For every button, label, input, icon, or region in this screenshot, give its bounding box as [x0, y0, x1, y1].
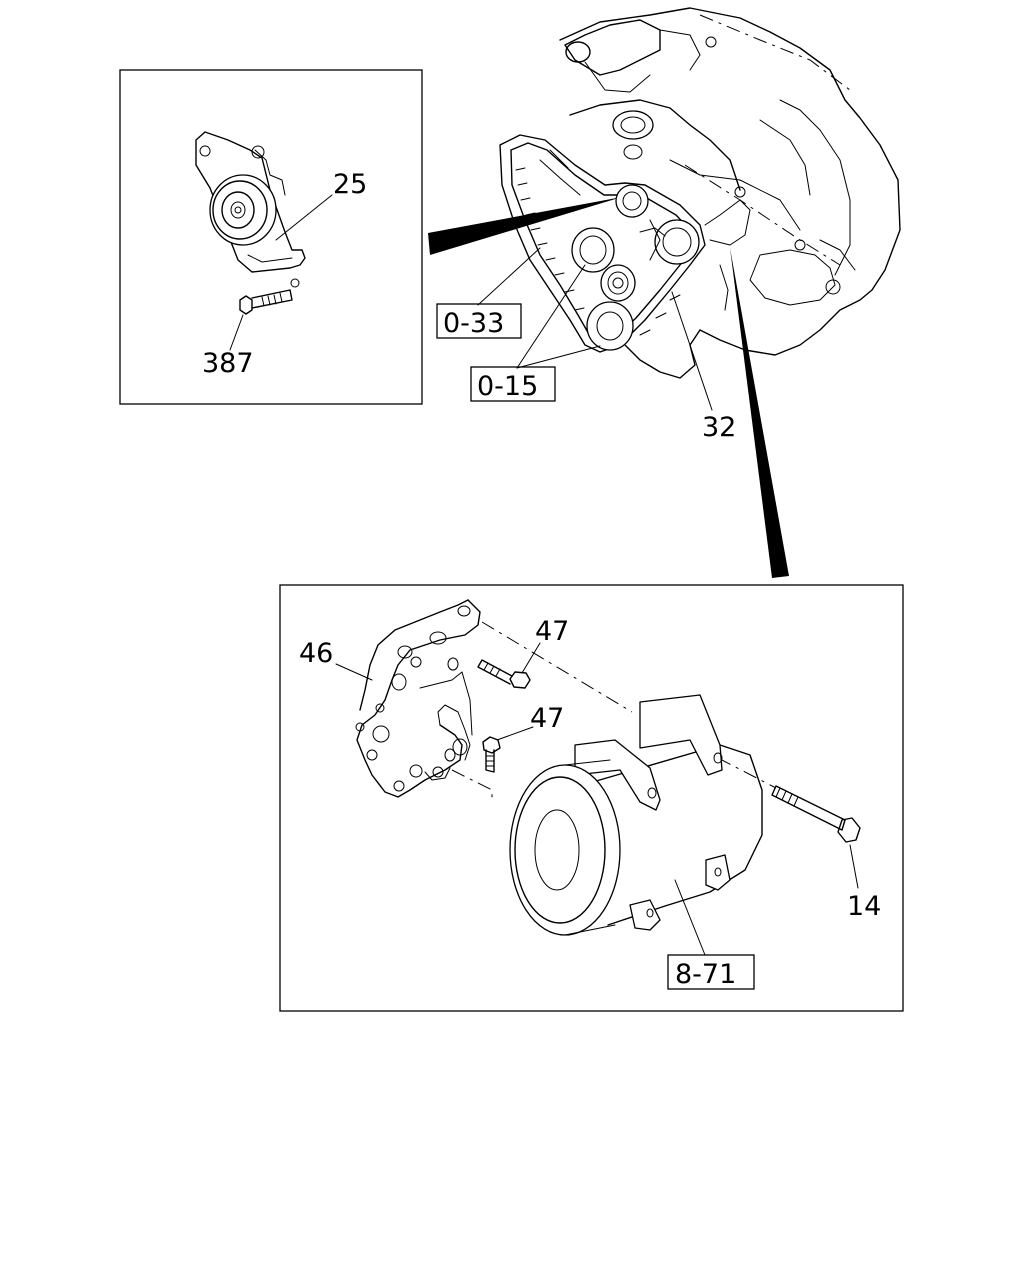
- leader-0-33: [477, 247, 541, 306]
- engine-block: [559, 7, 901, 379]
- leader-387: [229, 314, 244, 351]
- leader-46: [335, 663, 373, 681]
- callout-387: 387: [202, 348, 254, 379]
- callout-0-33: 0-33: [443, 308, 504, 339]
- bolt-47-lower: [482, 736, 501, 773]
- callout-32: 32: [702, 412, 736, 443]
- callout-47-lower: 47: [530, 703, 564, 734]
- ref-box-8-71[interactable]: 8-71: [667, 954, 755, 990]
- idler-inset-frame: [119, 69, 423, 405]
- ac-compressor: [509, 694, 763, 936]
- callout-46: 46: [299, 638, 333, 669]
- drive-belt-assembly: [499, 134, 706, 353]
- alignment-line-lower: [451, 769, 493, 800]
- callout-0-15: 0-15: [477, 371, 538, 402]
- ref-box-0-15[interactable]: 0-15: [470, 366, 556, 402]
- alignment-line-bolt14: [717, 757, 777, 789]
- compressor-pointer-wedge: [730, 248, 789, 578]
- callout-47-upper: 47: [535, 616, 569, 647]
- idler-bolt-387: [239, 289, 293, 315]
- inset-pointer-wedge: [428, 197, 622, 255]
- callout-8-71: 8-71: [675, 959, 736, 990]
- idler-pulley: [209, 174, 277, 246]
- bolt-14: [771, 785, 861, 843]
- leader-8-71: [674, 879, 706, 956]
- callout-14: 14: [847, 891, 881, 922]
- leader-14: [849, 844, 859, 889]
- bolt-47-upper: [477, 659, 531, 689]
- compressor-inset-frame: [279, 584, 904, 1012]
- leader-47-lower: [496, 726, 534, 741]
- compressor-bracket-46: [355, 599, 481, 798]
- alignment-line-upper: [481, 621, 633, 713]
- leader-25: [275, 194, 333, 241]
- leader-0-15-a: [516, 264, 586, 369]
- ref-box-0-33[interactable]: 0-33: [436, 303, 522, 339]
- leader-0-15-b: [516, 345, 601, 369]
- leader-47-upper: [521, 642, 541, 674]
- leader-32: [671, 291, 713, 411]
- callout-25: 25: [333, 169, 367, 200]
